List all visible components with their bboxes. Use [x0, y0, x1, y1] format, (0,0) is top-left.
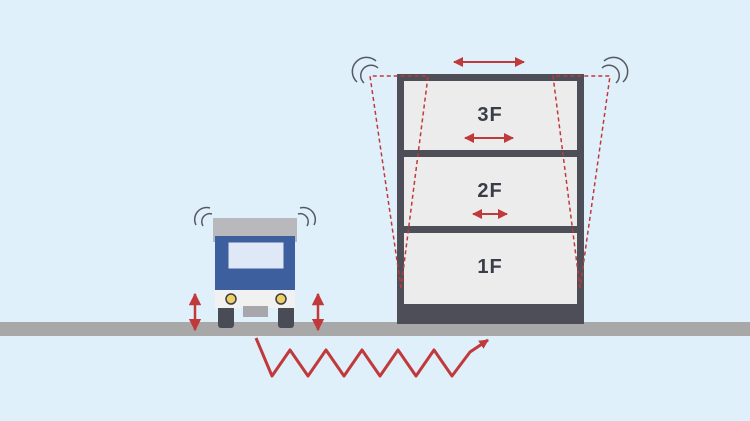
- sway-outline-left: [369, 75, 429, 289]
- truck-headlight-right: [275, 293, 287, 305]
- floor-label-2f: 2F: [477, 180, 502, 202]
- floor-label-3f: 3F: [477, 104, 502, 126]
- truck-windshield: [227, 241, 285, 270]
- sway-outline-right: [552, 75, 611, 289]
- building: 3F 2F 1F: [351, 56, 629, 324]
- truck-headlight-left: [225, 293, 237, 305]
- vibration-mark-truck-left-inner: [200, 212, 213, 227]
- vibration-mark-truck-right-outer: [299, 206, 317, 226]
- truck-wheel-right: [278, 306, 294, 328]
- building-slab-3f: [397, 150, 584, 157]
- ground: [0, 322, 750, 336]
- vibration-mark-building-right-outer: [603, 56, 629, 83]
- building-wall-right: [577, 74, 584, 306]
- building-wall-left: [397, 74, 404, 306]
- floor-1f-fill: [403, 233, 578, 304]
- vibration-mark-building-left-outer: [351, 56, 377, 83]
- floor-label-1f: 1F: [477, 256, 502, 278]
- vibration-mark-truck-right-inner: [297, 212, 310, 227]
- building-slab-2f: [397, 226, 584, 233]
- truck: [188, 206, 325, 332]
- truck-wheel-left: [218, 306, 234, 328]
- vibration-mark-truck-left-outer: [193, 206, 211, 226]
- building-foundation: [397, 304, 584, 324]
- truck-bumper: [215, 290, 295, 308]
- ground-wave-arrow: [254, 337, 489, 378]
- truck-grille: [243, 306, 268, 317]
- vibration-mark-building-left-inner: [360, 64, 379, 84]
- vibration-mark-building-right-inner: [601, 64, 620, 84]
- building-roof: [397, 74, 584, 81]
